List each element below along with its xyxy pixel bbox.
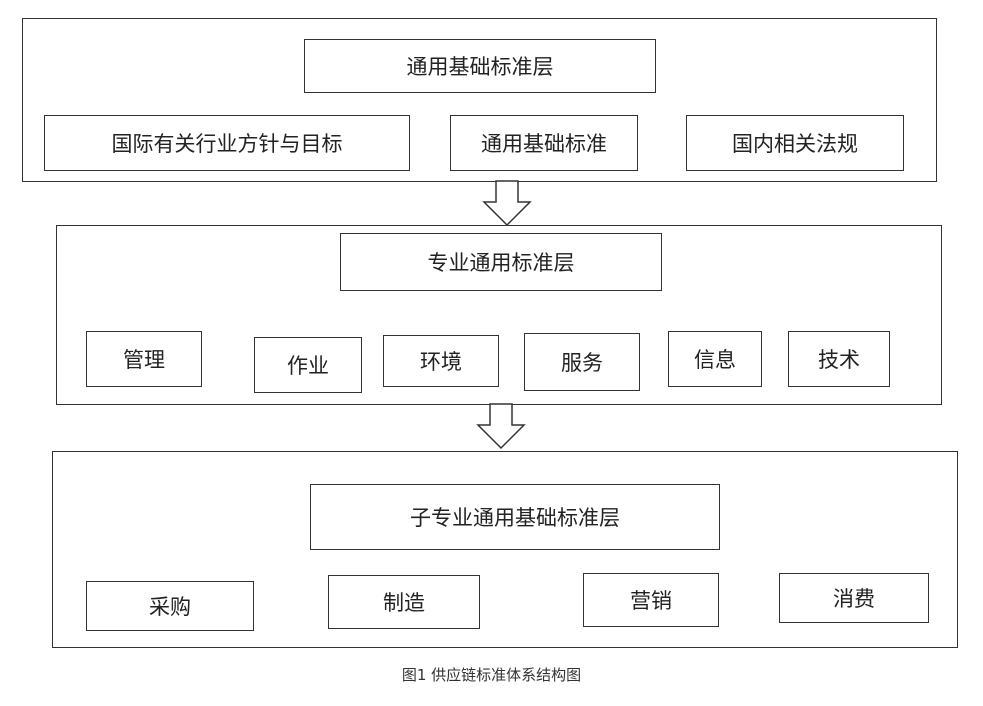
layer-3-title: 子专业通用基础标准层	[310, 484, 720, 550]
layer-3-item-consumption: 消费	[779, 573, 929, 623]
layer-2-item-environment: 环境	[383, 335, 499, 387]
layer-3-item-marketing: 营销	[583, 573, 719, 627]
layer-1-item-domestic-regulations: 国内相关法规	[686, 115, 904, 171]
figure-caption: 图1 供应链标准体系结构图	[401, 666, 582, 684]
layer-2-item-management: 管理	[86, 331, 202, 387]
down-arrow-2	[476, 403, 526, 450]
layer-2-item-technology: 技术	[788, 331, 890, 387]
layer-2-item-service: 服务	[524, 333, 640, 391]
layer-1-item-international-policy: 国际有关行业方针与目标	[44, 115, 410, 171]
layer-1-item-general-standards: 通用基础标准	[450, 115, 638, 171]
layer-2-title: 专业通用标准层	[340, 233, 662, 291]
layer-2-item-operation: 作业	[254, 337, 362, 393]
down-arrow-1	[482, 180, 532, 227]
layer-3-item-procurement: 采购	[86, 581, 254, 631]
layer-1-title: 通用基础标准层	[304, 39, 656, 93]
layer-2-item-information: 信息	[668, 331, 762, 387]
layer-3-item-manufacturing: 制造	[328, 575, 480, 629]
